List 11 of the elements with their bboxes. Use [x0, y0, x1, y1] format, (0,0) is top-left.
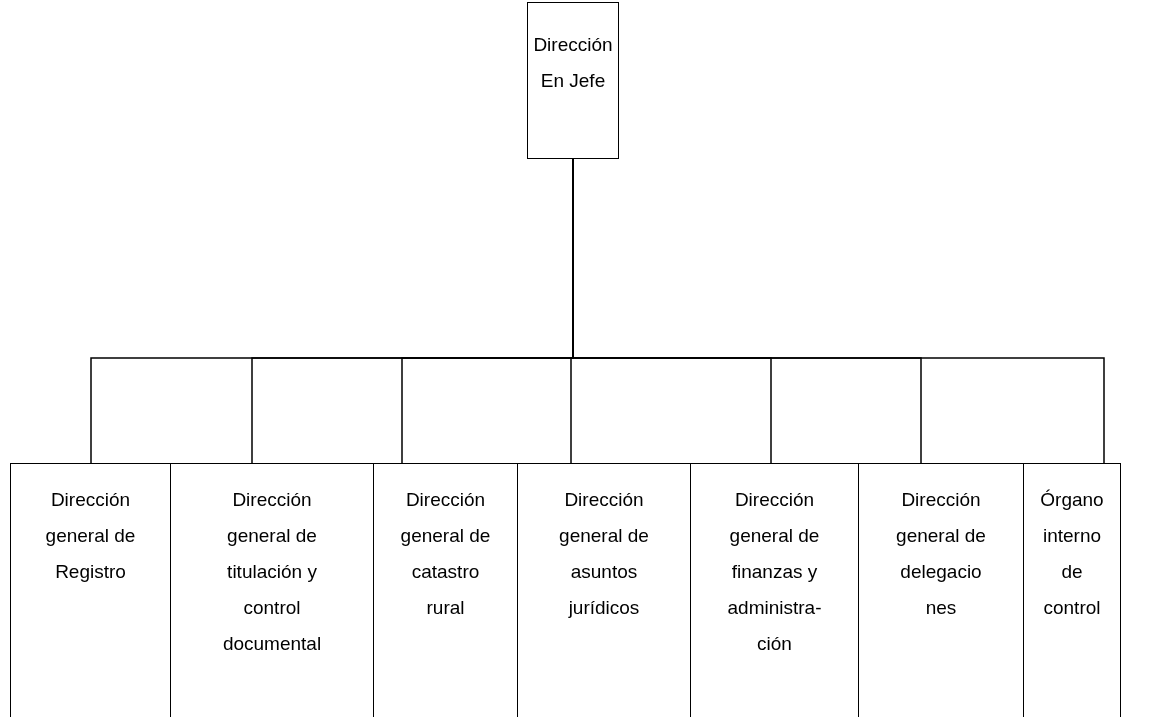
box-label: Dirección general de delegacio nes: [895, 488, 987, 620]
department-box: [1023, 463, 1121, 717]
department-box: [10, 463, 171, 717]
box-label: Dirección general de Registro: [44, 488, 137, 584]
box-label: Dirección general de finanzas y administra- ción: [726, 488, 823, 656]
box-label: Dirección general de titulación y control documental: [221, 488, 323, 656]
box-label: Dirección En Jefe: [532, 33, 614, 93]
head-box: [527, 2, 619, 159]
box-label: Órgano interno de control: [1039, 488, 1105, 620]
box-label: Dirección general de asuntos jurídicos: [558, 488, 650, 620]
box-label: Dirección general de catastro rural: [399, 488, 492, 620]
